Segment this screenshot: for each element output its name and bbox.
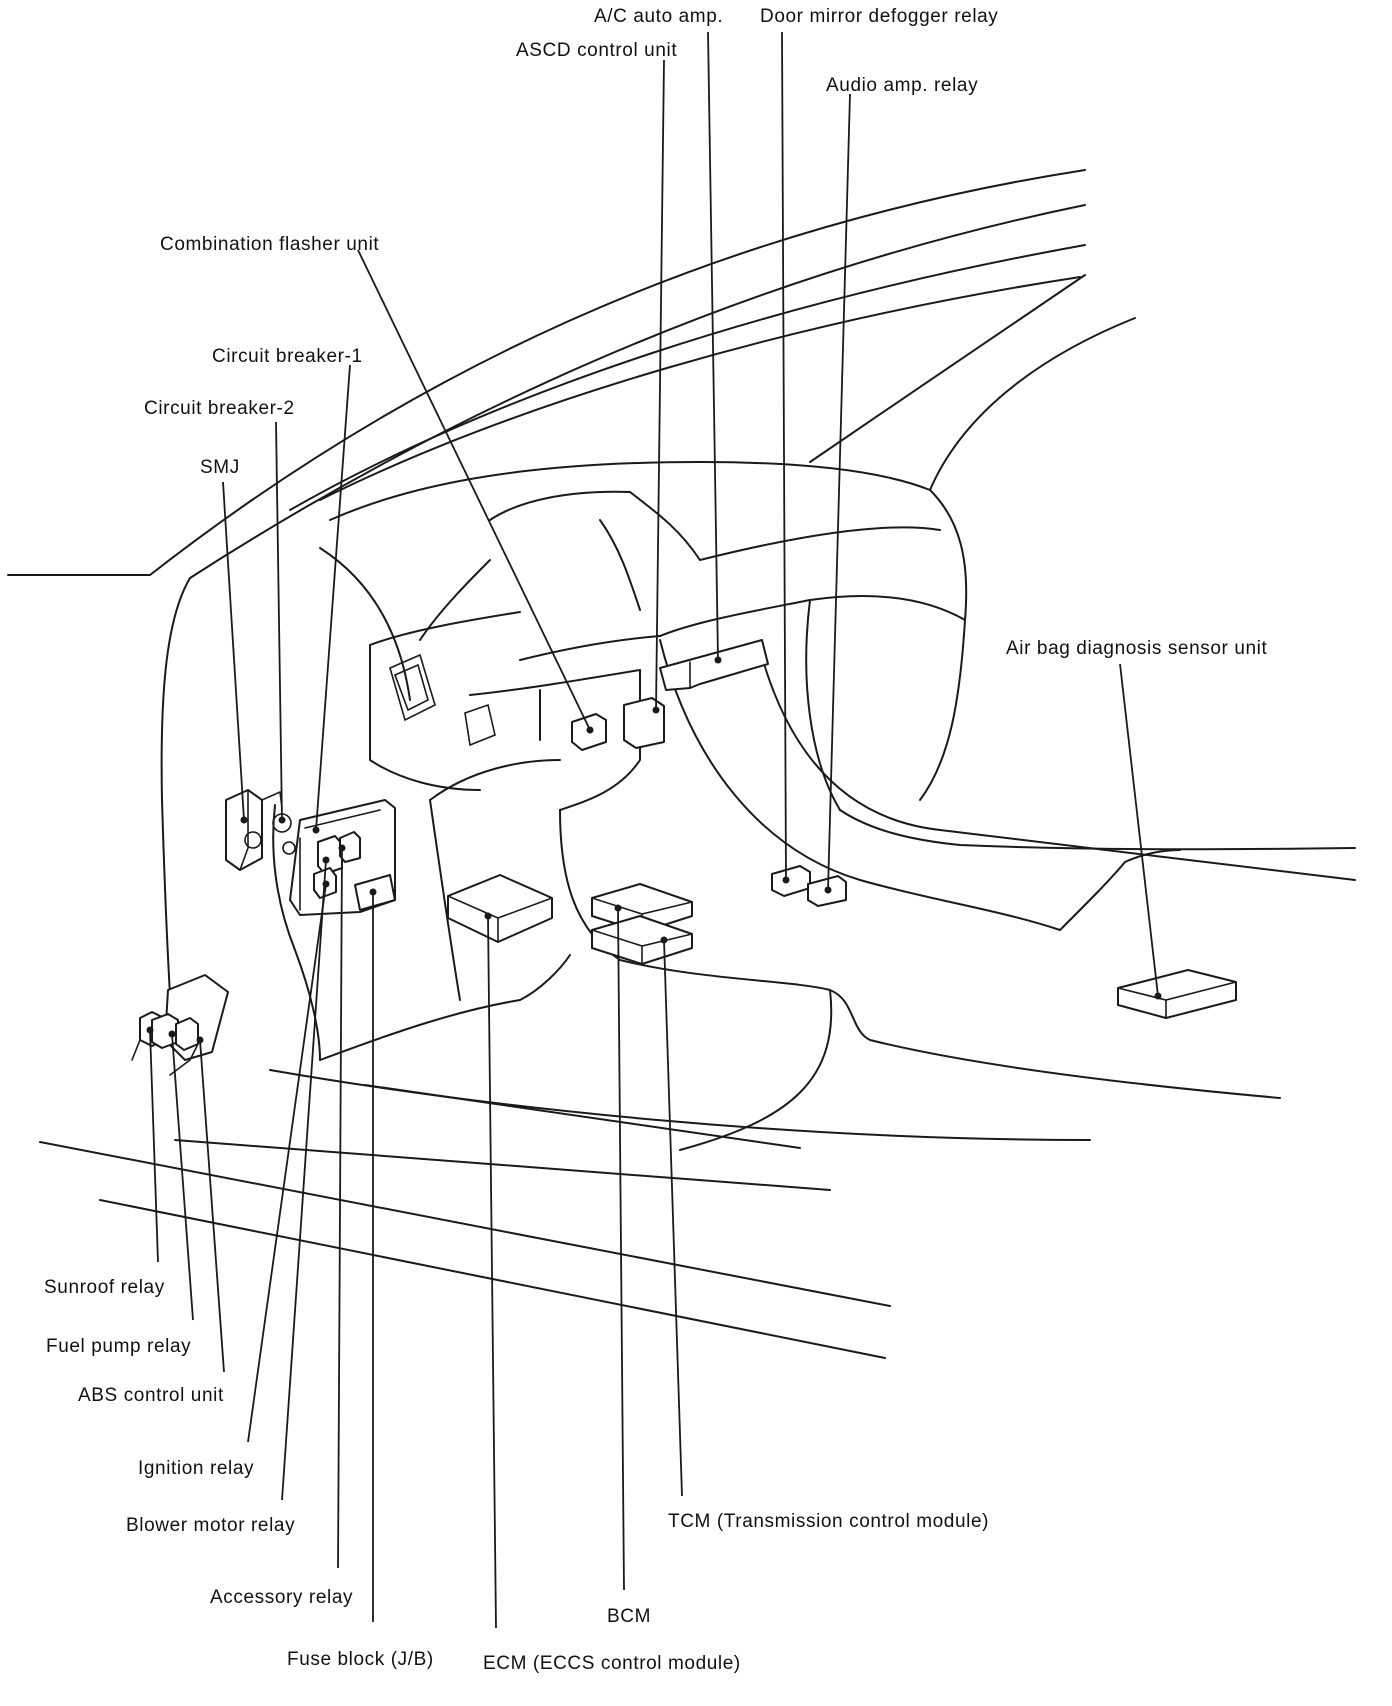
label-combination-flasher-unit: Combination flasher unit xyxy=(160,234,379,255)
label-tcm: TCM (Transmission control module) xyxy=(668,1511,989,1532)
label-accessory-relay: Accessory relay xyxy=(210,1587,353,1608)
leader-dots xyxy=(146,656,1162,1044)
ascd-control-unit-box xyxy=(623,697,665,749)
label-abs-control-unit: ABS control unit xyxy=(78,1385,224,1406)
bcm-box xyxy=(591,883,693,933)
label-fuel-pump-relay: Fuel pump relay xyxy=(46,1336,191,1357)
smj-component xyxy=(225,789,296,871)
label-circuit-breaker-1: Circuit breaker-1 xyxy=(212,346,363,367)
label-circuit-breaker-2: Circuit breaker-2 xyxy=(144,398,295,419)
vehicle-outline xyxy=(7,169,1356,1359)
label-ascd-control-unit: ASCD control unit xyxy=(516,40,677,61)
label-sunroof-relay: Sunroof relay xyxy=(44,1277,165,1298)
label-audio-amp-relay: Audio amp. relay xyxy=(826,75,978,96)
label-ac-auto-amp: A/C auto amp. xyxy=(594,6,723,27)
label-blower-motor-relay: Blower motor relay xyxy=(126,1515,295,1536)
leader-lines xyxy=(149,31,1159,1629)
label-bcm: BCM xyxy=(607,1606,651,1627)
tcm-box xyxy=(591,915,693,965)
ecm-box xyxy=(447,874,553,943)
label-door-mirror-defogger-relay: Door mirror defogger relay xyxy=(760,6,998,27)
components xyxy=(131,639,1237,1076)
air-bag-diagnosis-sensor-unit-box xyxy=(1117,969,1237,1019)
kick-panel-relays xyxy=(131,974,229,1076)
label-air-bag-diagnosis-sensor-unit: Air bag diagnosis sensor unit xyxy=(1006,638,1267,659)
label-fuse-block: Fuse block (J/B) xyxy=(287,1649,434,1670)
label-ecm: ECM (ECCS control module) xyxy=(483,1653,741,1674)
label-smj: SMJ xyxy=(200,457,240,478)
door-mirror-defogger-relay-box xyxy=(771,865,811,897)
ac-auto-amp-box xyxy=(659,639,769,691)
label-ignition-relay: Ignition relay xyxy=(138,1458,254,1479)
labels: A/C auto amp. Door mirror defogger relay… xyxy=(44,6,1267,1674)
